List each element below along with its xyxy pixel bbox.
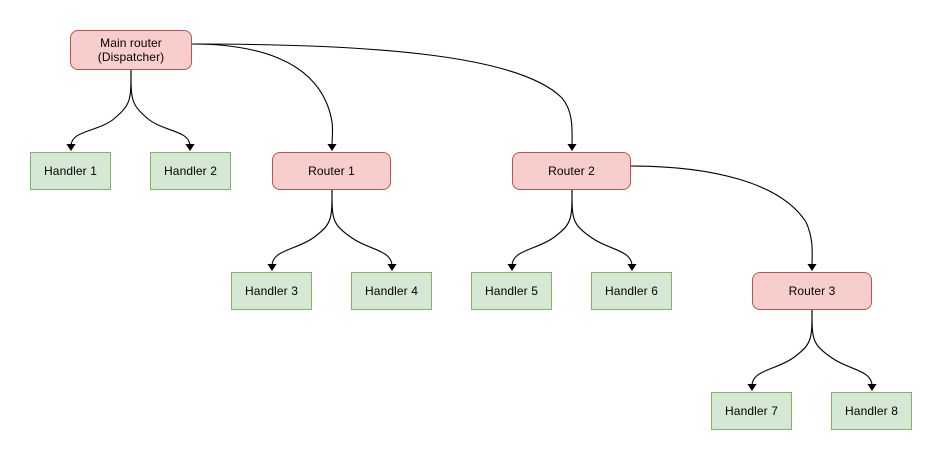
edge-router-2-to-handler-5 [511,189,573,267]
arrowhead-to-handler-2 [185,144,195,151]
arrowhead-to-handler-4 [387,264,397,271]
node-handler-7[interactable]: Handler 7 [711,392,792,430]
edge-main-router-to-router-2 [191,43,573,147]
node-router-2[interactable]: Router 2 [512,152,631,190]
node-handler-5[interactable]: Handler 5 [471,272,552,310]
node-router-1[interactable]: Router 1 [272,152,391,190]
node-handler-2[interactable]: Handler 2 [150,152,231,190]
edge-router-3-to-handler-7 [751,309,813,387]
edge-router-1-to-handler-4 [331,189,393,267]
arrowhead-to-handler-5 [507,264,517,271]
edge-router-2-to-router-3 [630,165,813,267]
node-handler-3[interactable]: Handler 3 [231,272,312,310]
edge-router-1-to-handler-3 [271,189,333,267]
arrowhead-to-router-2 [567,144,577,151]
arrowhead-to-handler-3 [267,264,277,271]
arrowhead-to-handler-7 [747,384,757,391]
arrowhead-to-router-3 [807,264,817,271]
node-handler-4[interactable]: Handler 4 [351,272,432,310]
node-handler-1[interactable]: Handler 1 [30,152,111,190]
arrowhead-to-router-1 [327,144,337,151]
node-main-router[interactable]: Main router (Dispatcher) [70,30,192,70]
edge-main-router-to-handler-2 [130,69,191,147]
arrowhead-to-handler-8 [867,384,877,391]
node-router-3[interactable]: Router 3 [752,272,872,310]
edge-router-2-to-handler-6 [571,189,633,267]
edge-router-3-to-handler-8 [811,309,873,387]
node-handler-8[interactable]: Handler 8 [831,392,912,430]
edge-main-router-to-handler-1 [70,69,132,147]
node-handler-6[interactable]: Handler 6 [591,272,672,310]
arrowhead-to-handler-1 [66,144,76,151]
edges-group [70,43,873,387]
edge-main-router-to-router-1 [191,43,334,147]
arrowhead-to-handler-6 [627,264,637,271]
